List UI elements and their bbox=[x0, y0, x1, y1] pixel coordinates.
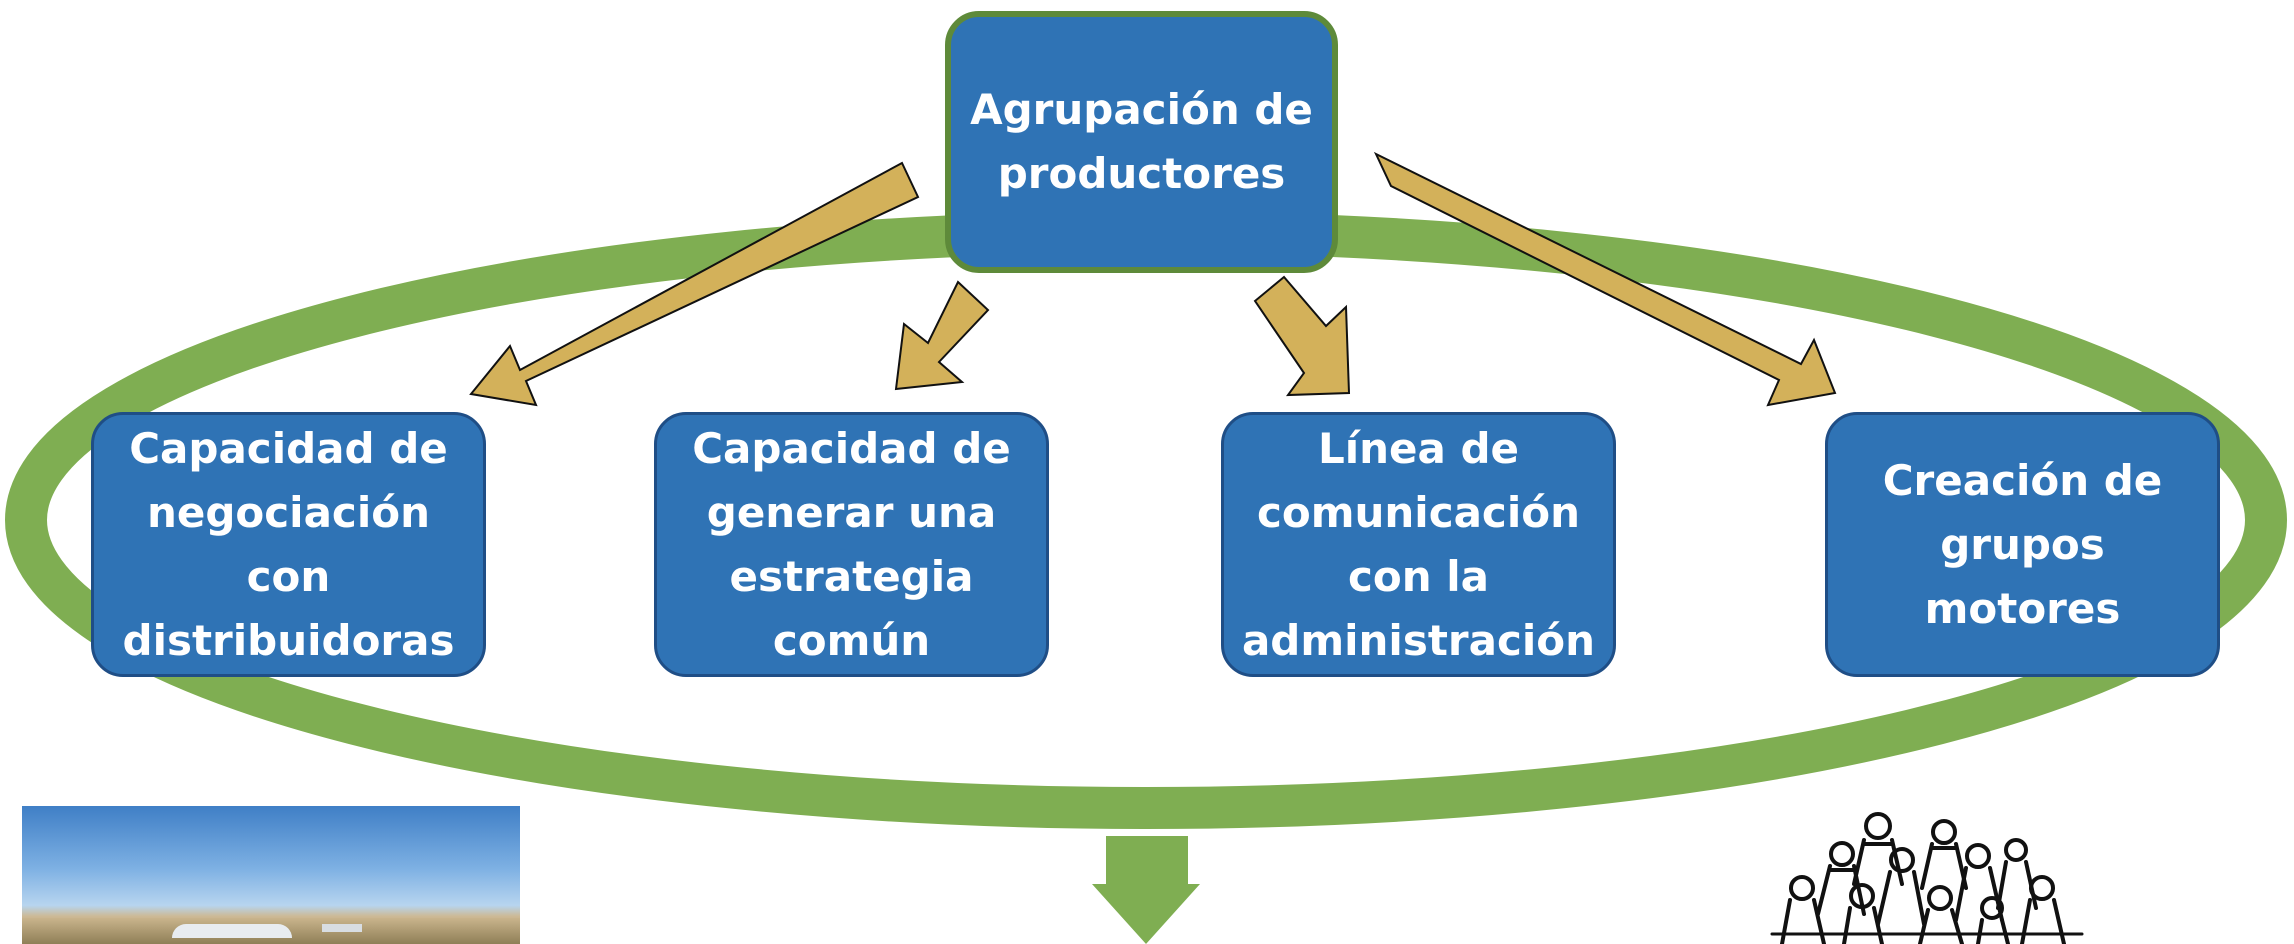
node-label: Capacidad de negociación con distribuido… bbox=[122, 423, 455, 665]
people-group-icon bbox=[1770, 812, 2084, 944]
landscape-building bbox=[172, 924, 292, 938]
landscape-photo bbox=[22, 806, 520, 944]
node-label: Capacidad de generar una estrategia comú… bbox=[692, 423, 1011, 665]
node-label: Creación de grupos motores bbox=[1882, 455, 2163, 633]
node-label: Línea de comunicación con la administrac… bbox=[1241, 423, 1596, 665]
arrow-to-node-4 bbox=[1373, 151, 1837, 407]
node-agrupacion-productores: Agrupación de productores bbox=[945, 11, 1338, 273]
node-capacidad-estrategia: Capacidad de generar una estrategia comú… bbox=[654, 412, 1049, 677]
landscape-building-small bbox=[322, 924, 362, 932]
node-label: Agrupación de productores bbox=[970, 85, 1313, 198]
down-arrow bbox=[1092, 836, 1200, 944]
node-linea-comunicacion: Línea de comunicación con la administrac… bbox=[1221, 412, 1616, 677]
arrow-to-node-3 bbox=[1253, 275, 1351, 397]
node-creacion-grupos: Creación de grupos motores bbox=[1825, 412, 2220, 677]
arrow-to-node-1 bbox=[469, 161, 920, 407]
node-capacidad-negociacion: Capacidad de negociación con distribuido… bbox=[91, 412, 486, 677]
arrow-to-node-2 bbox=[894, 280, 990, 391]
